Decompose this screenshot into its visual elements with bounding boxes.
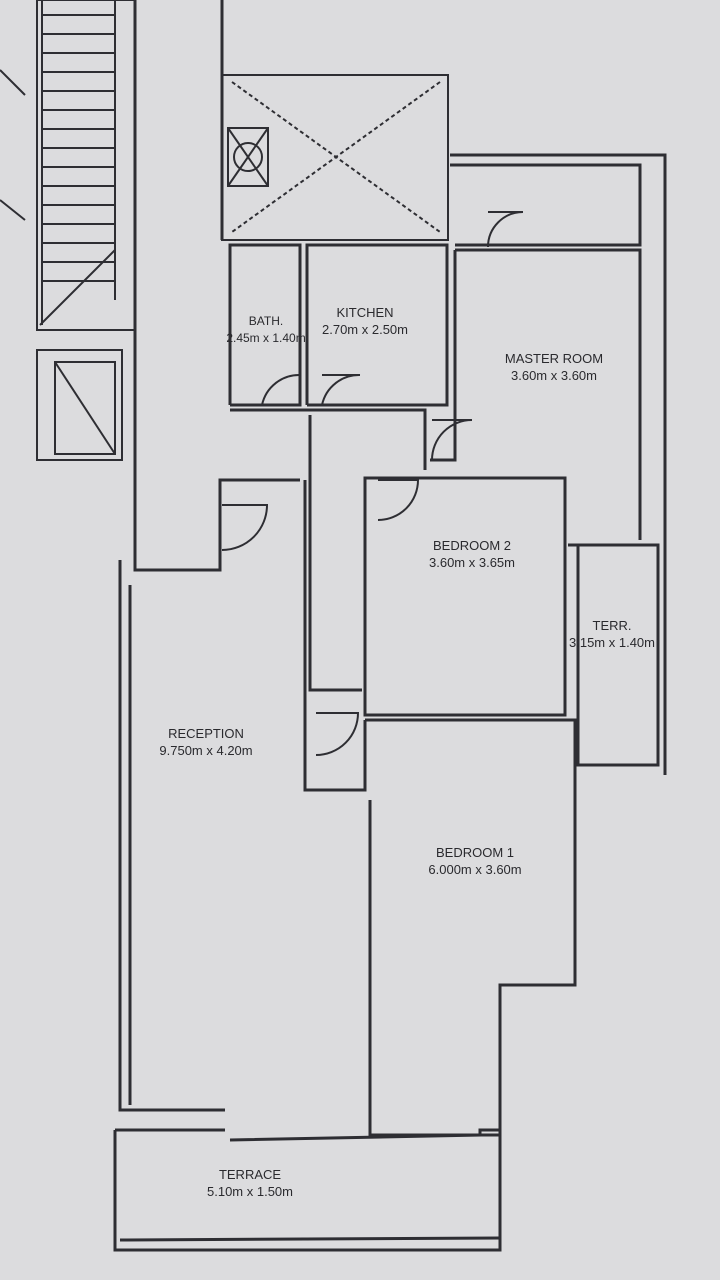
room-label-bath: BATH.2.45m x 1.40m: [226, 314, 306, 345]
bedroom-1-walls: [365, 718, 577, 1137]
master-room-walls: [430, 153, 667, 775]
doors: [221, 211, 524, 756]
terrace-walls: [113, 1128, 502, 1252]
corridor-walls: [133, 0, 449, 792]
service-shaft: [221, 74, 449, 241]
bedroom-2-walls: [363, 476, 567, 717]
lift: [36, 349, 123, 461]
room-label-terr: TERR.3.15m x 1.40m: [569, 618, 655, 650]
staircase: [0, 0, 136, 331]
reception-walls: [118, 560, 225, 1112]
terr-walls: [568, 543, 660, 767]
